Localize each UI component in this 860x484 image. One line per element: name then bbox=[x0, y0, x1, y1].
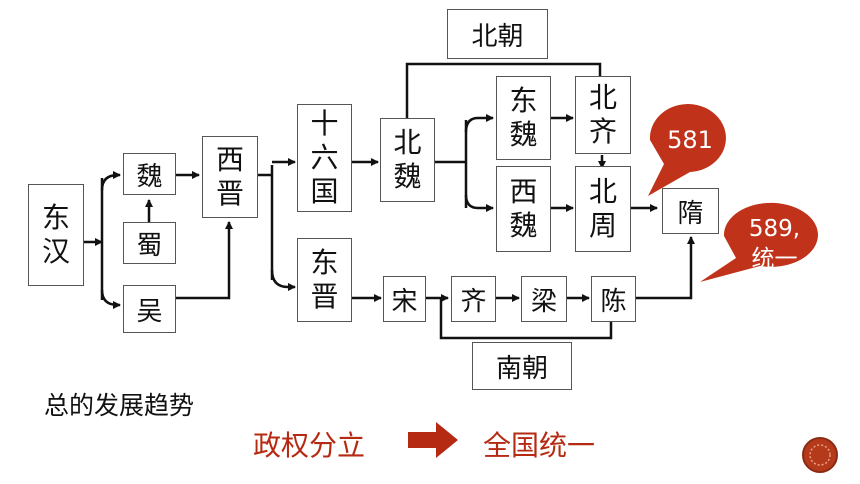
callout-589-line1: 589, bbox=[748, 216, 801, 242]
node-bei-qi: 北齐 bbox=[575, 76, 631, 154]
arrow-to-dongjin bbox=[270, 269, 296, 291]
node-shiliu-guo: 十六国 bbox=[297, 104, 352, 212]
arrow-to-xiwei bbox=[464, 194, 494, 212]
callout-589-text: 589, 统一 bbox=[727, 214, 822, 274]
label-bei-chao: 北朝 bbox=[447, 9, 548, 59]
trend-to: 全国统一 bbox=[483, 429, 596, 462]
arrow-chen-sui bbox=[636, 236, 695, 300]
arrow-to-wei bbox=[100, 171, 121, 191]
callout-581-text: 581 bbox=[667, 126, 713, 154]
node-sui: 隋 bbox=[662, 188, 719, 234]
arrow-wu-xijin bbox=[176, 221, 233, 300]
node-wei: 魏 bbox=[123, 153, 176, 195]
bracket-nanchao bbox=[439, 298, 613, 340]
node-bei-wei: 北魏 bbox=[380, 118, 435, 202]
bubble-589 bbox=[700, 202, 818, 282]
bracket-beichao bbox=[405, 62, 602, 118]
node-bei-zhou: 北周 bbox=[575, 166, 631, 252]
trend-from: 政权分立 bbox=[253, 429, 366, 462]
node-dong-han: 东汉 bbox=[28, 184, 84, 286]
node-wu: 吴 bbox=[123, 285, 176, 333]
callout-589-line2: 统一 bbox=[751, 246, 798, 272]
node-song: 宋 bbox=[383, 276, 426, 322]
node-dong-wei: 东魏 bbox=[496, 76, 551, 160]
trend-arrow-icon bbox=[408, 422, 458, 458]
trend-heading: 总的发展趋势 bbox=[44, 391, 195, 420]
node-shu: 蜀 bbox=[123, 222, 176, 264]
node-qi: 齐 bbox=[451, 276, 496, 322]
label-nan-chao: 南朝 bbox=[472, 342, 572, 390]
node-xi-wei: 西魏 bbox=[496, 166, 551, 252]
decorative-circle-icon bbox=[802, 437, 838, 473]
node-xi-jin: 西晋 bbox=[202, 136, 258, 218]
node-dong-jin: 东晋 bbox=[297, 238, 352, 322]
node-chen: 陈 bbox=[591, 276, 636, 322]
arrow-to-dongwei bbox=[464, 114, 494, 133]
bubble-581 bbox=[648, 104, 726, 196]
node-liang: 梁 bbox=[521, 276, 567, 322]
arrow-to-wu bbox=[100, 289, 121, 309]
